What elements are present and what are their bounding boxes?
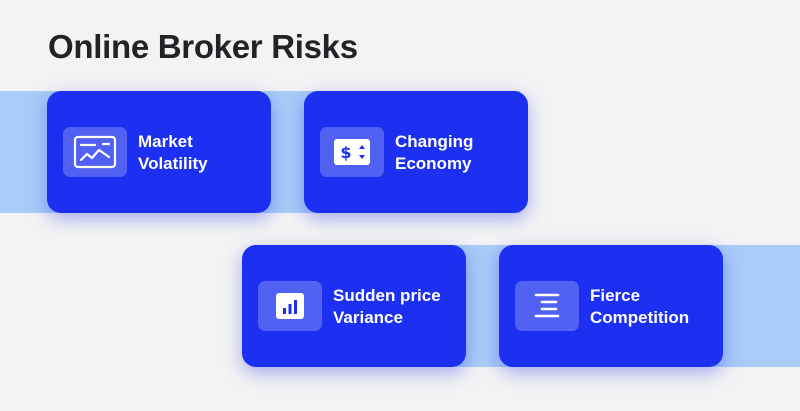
bar-chart-icon bbox=[258, 281, 322, 331]
risk-card-label-line: Fierce bbox=[590, 286, 641, 305]
risk-card-label: Changing Economy bbox=[395, 131, 523, 175]
risk-card-label: Market Volatility bbox=[138, 131, 266, 175]
risk-card-label-line: Variance bbox=[333, 308, 403, 327]
risk-card-label-line: Economy bbox=[395, 154, 472, 173]
risk-card-fierce-competition: Fierce Competition bbox=[499, 245, 723, 367]
risk-card-label: Fierce Competition bbox=[590, 285, 718, 329]
risk-card-label-line: Market bbox=[138, 132, 193, 151]
risk-card-sudden-price-variance: Sudden price Variance bbox=[242, 245, 466, 367]
risk-card-label-line: Volatility bbox=[138, 154, 208, 173]
risk-card-label-line: Changing bbox=[395, 132, 474, 151]
dollar-exchange-icon: $ bbox=[320, 127, 384, 177]
risk-card-label-line: Sudden price bbox=[333, 286, 441, 305]
chart-window-icon bbox=[63, 127, 127, 177]
align-lines-icon bbox=[515, 281, 579, 331]
svg-text:$: $ bbox=[340, 143, 351, 162]
risk-card-label: Sudden price Variance bbox=[333, 285, 461, 329]
page-title: Online Broker Risks bbox=[48, 28, 358, 65]
risk-card-changing-economy: $ Changing Economy bbox=[304, 91, 528, 213]
risk-card-label-line: Competition bbox=[590, 308, 690, 327]
risk-card-market-volatility: Market Volatility bbox=[47, 91, 271, 213]
